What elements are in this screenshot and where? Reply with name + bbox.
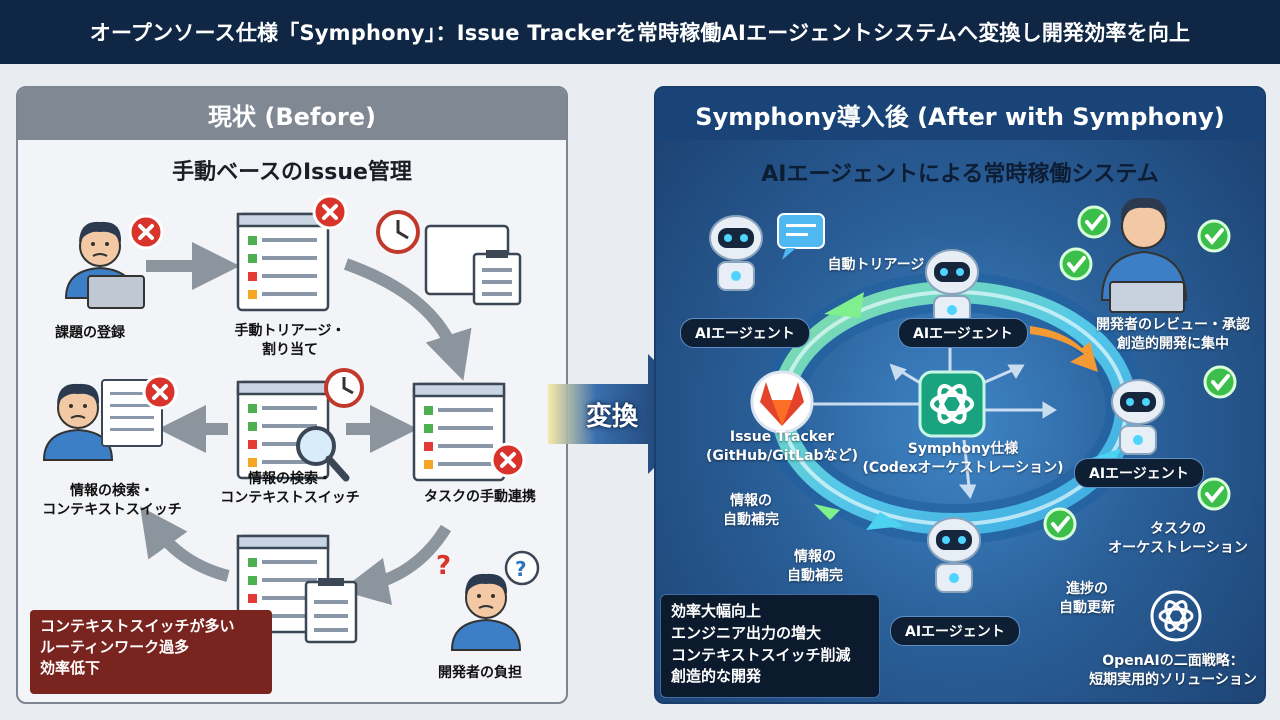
clock-icon — [376, 210, 420, 254]
svg-text:?: ? — [436, 551, 451, 581]
agent-pill: AIエージェント — [680, 318, 810, 348]
developer-user-icon — [451, 572, 521, 651]
check-icon — [1203, 365, 1237, 399]
label-task-orch-line1: タスクの — [1150, 521, 1206, 537]
label-review: 開発者のレビュー・承認 創造的開発に集中 — [1076, 316, 1270, 354]
problem-box: コンテキストスイッチが多い ルーティンワーク過多 効率低下 — [30, 610, 272, 694]
benefit-box: 効率大幅向上 エンジニア出力の増大 コンテキストスイッチ削減 創造的な開発 — [660, 594, 880, 698]
label-register: 課題の登録 — [55, 325, 125, 341]
label-spec: Symphony仕様 (Codexオーケストレーション) — [858, 440, 1068, 478]
check-icon — [1043, 507, 1077, 541]
after-subtitle: AIエージェントによる常時稼働システム — [761, 162, 1159, 187]
label-progress-line2: 自動更新 — [1059, 599, 1115, 616]
check-icon — [1197, 219, 1231, 253]
task-document-icon — [412, 382, 506, 482]
chat-bubble-icon — [777, 213, 825, 260]
label-search-left-line2: コンテキストスイッチ — [42, 501, 182, 518]
label-openai: OpenAIの二面戦略： 短期実用的ソリューション — [1078, 652, 1268, 690]
label-task-link: タスクの手動連携 — [424, 489, 536, 505]
robot-icon — [1111, 379, 1165, 455]
label-openai-line2: 短期実用的ソリューション — [1089, 671, 1257, 688]
label-progress-line1: 進捗の — [1066, 581, 1108, 597]
agent-pill: AIエージェント — [1074, 458, 1204, 488]
label-openai-line1: OpenAIの二面戦略： — [1102, 653, 1244, 669]
label-search-center-line1: 情報の検索・ — [248, 471, 332, 487]
developer-user-icon — [1100, 197, 1188, 313]
problem-item: 効率低下 — [40, 659, 101, 677]
openai-icon — [918, 370, 986, 438]
benefit-item: 効率大幅向上 — [671, 602, 762, 620]
before-diagram: ? ? — [43, 194, 540, 651]
error-icon — [312, 194, 348, 230]
label-tracker: Issue Tracker (GitHub/GitLabなど) — [700, 428, 864, 466]
label-search-center: 情報の検索・ コンテキストスイッチ — [210, 470, 370, 508]
check-icon — [1197, 477, 1231, 511]
agent-pill: AIエージェント — [898, 318, 1028, 348]
after-diagram — [709, 197, 1237, 642]
label-info-auto-2: 情報の 自動補完 — [770, 548, 860, 586]
register-user-icon — [65, 220, 145, 309]
label-dev-burden: 開発者の負担 — [438, 665, 522, 681]
label-review-line2: 創造的開発に集中 — [1117, 335, 1229, 352]
benefit-item: エンジニア出力の増大 — [671, 623, 822, 642]
convert-label: 変換 — [585, 402, 638, 432]
label-search-left-line1: 情報の検索・ — [70, 483, 154, 499]
error-icon — [142, 374, 178, 410]
clipboard-icon — [424, 224, 522, 306]
question-icon: ? ? — [436, 550, 540, 586]
benefit-item: コンテキストスイッチ削減 — [671, 645, 851, 664]
label-info-auto-line1: 情報の — [730, 493, 772, 509]
agent-pill: AIエージェント — [890, 616, 1020, 646]
label-task-orch-line2: オーケストレーション — [1108, 539, 1248, 556]
page-title: オープンソース仕様「Symphony」：Issue Trackerを常時稼働AI… — [0, 0, 1280, 64]
label-tracker-line2: (GitHub/GitLabなど) — [706, 447, 858, 464]
label-info-auto: 情報の 自動補完 — [706, 492, 796, 530]
label-info-auto-2-line2: 自動補完 — [787, 567, 843, 584]
label-tracker-line1: Issue Tracker — [729, 429, 835, 445]
after-header: Symphony導入後 (After with Symphony) — [656, 88, 1264, 140]
triage-document-icon — [236, 212, 330, 312]
clock-icon — [324, 368, 364, 408]
label-info-auto-2-line1: 情報の — [794, 549, 836, 565]
label-info-auto-line2: 自動補完 — [723, 511, 779, 528]
label-spec-line1: Symphony仕様 — [907, 441, 1019, 457]
openai-icon — [1150, 590, 1202, 642]
label-review-line1: 開発者のレビュー・承認 — [1096, 317, 1250, 333]
before-header: 現状 (Before) — [18, 88, 566, 140]
before-subtitle: 手動ベースのIssue管理 — [172, 160, 412, 185]
clipboard-icon — [304, 578, 358, 644]
label-auto-triage: 自動トリアージ — [827, 257, 925, 273]
magnifier-icon — [296, 426, 350, 482]
robot-icon — [927, 517, 981, 593]
error-icon — [128, 214, 164, 250]
robot-icon — [709, 215, 763, 291]
problem-item: ルーティンワーク過多 — [40, 638, 190, 656]
label-progress: 進捗の 自動更新 — [1044, 580, 1130, 618]
label-triage-line2: 割り当て — [262, 341, 318, 358]
label-spec-line2: (Codexオーケストレーション) — [862, 459, 1064, 476]
gitlab-icon — [750, 370, 814, 434]
error-icon — [490, 442, 526, 478]
label-task-orch: タスクの オーケストレーション — [1094, 520, 1262, 558]
problem-item: コンテキストスイッチが多い — [40, 617, 235, 635]
label-triage-line1: 手動トリアージ・ — [234, 323, 346, 339]
label-search-center-line2: コンテキストスイッチ — [220, 489, 360, 506]
svg-text:?: ? — [515, 557, 527, 581]
check-icon — [1077, 205, 1111, 239]
label-triage: 手動トリアージ・ 割り当て — [210, 322, 370, 360]
label-search-left: 情報の検索・ コンテキストスイッチ — [24, 482, 200, 520]
benefit-item: 創造的な開発 — [671, 667, 762, 686]
check-icon — [1059, 247, 1093, 281]
